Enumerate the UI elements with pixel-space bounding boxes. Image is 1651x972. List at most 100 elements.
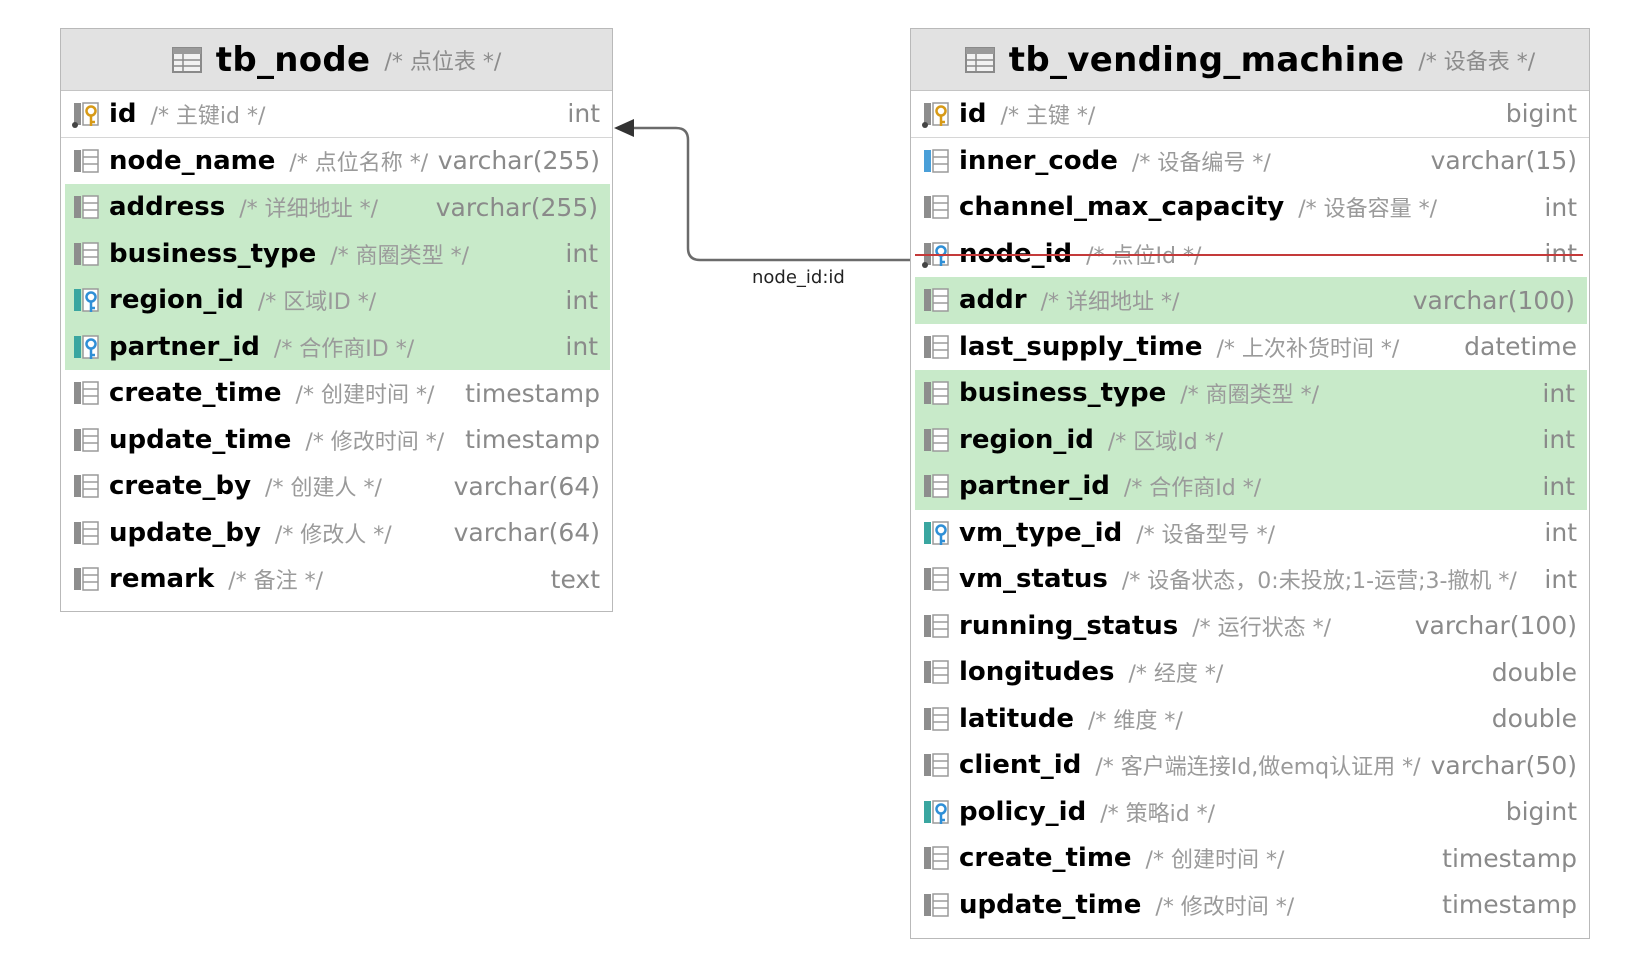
table-name: tb_node xyxy=(215,39,371,80)
column-type: varchar(15) xyxy=(1430,146,1577,176)
column-row-update-time[interactable]: update_time/* 修改时间 */timestamp xyxy=(911,882,1589,929)
primary-key-icon xyxy=(72,102,99,128)
column-row-region-id[interactable]: region_id /* 区域Id */ int xyxy=(915,416,1587,463)
column-name: region_id xyxy=(959,424,1094,455)
primary-key-icon xyxy=(922,102,949,128)
column-comment: /* 合作商ID */ xyxy=(273,336,415,362)
table-header: tb_vending_machine /* 设备表 */ xyxy=(911,29,1589,91)
column-row-create-time[interactable]: create_time /* 创建时间 */ timestamp xyxy=(61,370,612,417)
column-comment: /* 商圈类型 */ xyxy=(330,243,470,269)
column-name: node_id xyxy=(959,238,1073,269)
column-type: int xyxy=(1542,425,1575,455)
column-type: varchar(50) xyxy=(1430,750,1577,780)
column-name: id xyxy=(109,98,137,129)
column-row-remark[interactable]: remark/* 备注 */text xyxy=(61,556,612,603)
column-type: datetime xyxy=(1464,332,1577,362)
column-row-partner-id[interactable]: partner_id/* 合作商Id */int xyxy=(915,463,1587,510)
column-row-last-supply-time[interactable]: last_supply_time /* 上次补货时间 */ datetime xyxy=(911,324,1589,371)
column-comment: /* 创建人 */ xyxy=(265,476,382,502)
column-row-id[interactable]: id/* 主键 */bigint xyxy=(911,91,1589,138)
column-type: double xyxy=(1491,657,1577,687)
column-row-client-id[interactable]: client_id/* 客户端连接Id,做emq认证用 */varchar(50… xyxy=(911,742,1589,789)
column-row-id[interactable]: id/* 主键id */int xyxy=(61,91,612,138)
column-icon xyxy=(924,428,949,452)
column-name: id xyxy=(959,98,987,129)
column-type: timestamp xyxy=(465,425,600,455)
column-row-policy-id[interactable]: policy_id/* 策略id */bigint xyxy=(911,789,1589,836)
table-tb-node[interactable]: tb_node /* 点位表 */ id/* 主键id */int node_na… xyxy=(60,28,613,612)
column-row-inner-code[interactable]: inner_code/* 设备编号 */varchar(15) xyxy=(911,138,1589,185)
column-name: partner_id xyxy=(959,471,1110,502)
table-tb-vending-machine[interactable]: tb_vending_machine /* 设备表 */ id /* 主键 */ b… xyxy=(910,28,1590,939)
relation-arrowhead xyxy=(614,119,634,137)
column-comment: /* 设备容量 */ xyxy=(1298,197,1438,223)
column-name: vm_type_id xyxy=(959,517,1123,548)
column-comment: /* 点位名称 */ xyxy=(289,150,429,176)
column-row-business-type[interactable]: business_type/* 商圈类型 */int xyxy=(915,370,1587,417)
column-name: update_by xyxy=(109,517,261,548)
column-type: timestamp xyxy=(1442,890,1577,920)
column-row-create-time[interactable]: create_time/* 创建时间 */timestamp xyxy=(911,835,1589,882)
column-row-addr[interactable]: addr/* 详细地址 */varchar(100) xyxy=(915,277,1587,324)
column-icon xyxy=(74,195,99,219)
column-name: update_time xyxy=(109,424,292,455)
table-header: tb_node /* 点位表 */ xyxy=(61,29,612,91)
column-icon xyxy=(74,567,99,591)
column-icon xyxy=(924,707,949,731)
column-icon xyxy=(924,753,949,777)
column-row-channel-max-capacity[interactable]: channel_max_capacity/* 设备容量 */int xyxy=(911,184,1589,231)
column-comment: /* 修改时间 */ xyxy=(305,429,445,455)
column-row-partner-id[interactable]: partner_id /* 合作商ID */ int xyxy=(65,323,610,370)
column-name: node_name xyxy=(109,145,276,176)
column-type: int xyxy=(567,99,600,129)
column-comment: /* 上次补货时间 */ xyxy=(1216,336,1400,362)
column-comment: /* 详细地址 */ xyxy=(1040,290,1180,316)
column-name: last_supply_time xyxy=(959,331,1203,362)
column-row-create-by[interactable]: create_by/* 创建人 */varchar(64) xyxy=(61,463,612,510)
column-comment: /* 策略id */ xyxy=(1100,801,1216,827)
column-name: address xyxy=(109,192,226,223)
column-type: int xyxy=(565,285,598,315)
column-name: create_time xyxy=(109,378,282,409)
column-name: vm_status xyxy=(959,564,1108,595)
column-type: int xyxy=(1544,518,1577,548)
column-row-latitude[interactable]: latitude/* 维度 */double xyxy=(911,696,1589,743)
column-comment: /* 区域Id */ xyxy=(1107,429,1224,455)
column-comment: /* 创建时间 */ xyxy=(295,383,435,409)
column-comment: /* 设备状态，0:未投放;1-运营;3-撤机 */ xyxy=(1121,569,1517,595)
column-type: int xyxy=(565,332,598,362)
column-name: business_type xyxy=(109,238,317,269)
column-type: varchar(100) xyxy=(1414,611,1577,641)
column-comment: /* 点位Id */ xyxy=(1086,243,1202,269)
column-row-node-name[interactable]: node_name/* 点位名称 */varchar(255) xyxy=(61,138,612,185)
column-name: partner_id xyxy=(109,331,260,362)
column-row-node-id[interactable]: node_id/* 点位Id */int xyxy=(911,231,1589,278)
relation-label: node_id:id xyxy=(752,267,845,288)
table-comment: /* 设备表 */ xyxy=(1418,49,1536,75)
table-name: tb_vending_machine xyxy=(1008,39,1405,80)
column-comment: /* 合作商Id */ xyxy=(1123,476,1262,502)
column-row-vm-status[interactable]: vm_status /* 设备状态，0:未投放;1-运营;3-撤机 */ int xyxy=(911,556,1589,603)
column-type: text xyxy=(550,564,600,594)
column-row-running-status[interactable]: running_status/* 运行状态 */varchar(100) xyxy=(911,603,1589,650)
column-row-vm-type-id[interactable]: vm_type_id/* 设备型号 */int xyxy=(911,510,1589,557)
column-row-update-by[interactable]: update_by/* 修改人 */varchar(64) xyxy=(61,510,612,557)
column-row-business-type[interactable]: business_type/* 商圈类型 */int xyxy=(65,230,610,277)
column-icon xyxy=(924,381,949,405)
column-name: region_id xyxy=(109,285,244,316)
column-icon xyxy=(74,428,99,452)
column-type: int xyxy=(1542,378,1575,408)
column-icon xyxy=(74,474,99,498)
column-row-update-time[interactable]: update_time /* 修改时间 */ timestamp xyxy=(61,417,612,464)
column-type: timestamp xyxy=(465,378,600,408)
column-row-address[interactable]: address/* 详细地址 */varchar(255) xyxy=(65,184,610,231)
column-type: timestamp xyxy=(1442,843,1577,873)
column-row-region-id[interactable]: region_id/* 区域ID */int xyxy=(65,277,610,324)
column-row-longitudes[interactable]: longitudes/* 经度 */double xyxy=(911,649,1589,696)
column-comment: /* 主键 */ xyxy=(1000,103,1096,129)
column-icon xyxy=(74,242,99,266)
column-type: varchar(255) xyxy=(435,192,598,222)
column-icon xyxy=(74,149,99,173)
column-type: int xyxy=(1544,564,1577,594)
